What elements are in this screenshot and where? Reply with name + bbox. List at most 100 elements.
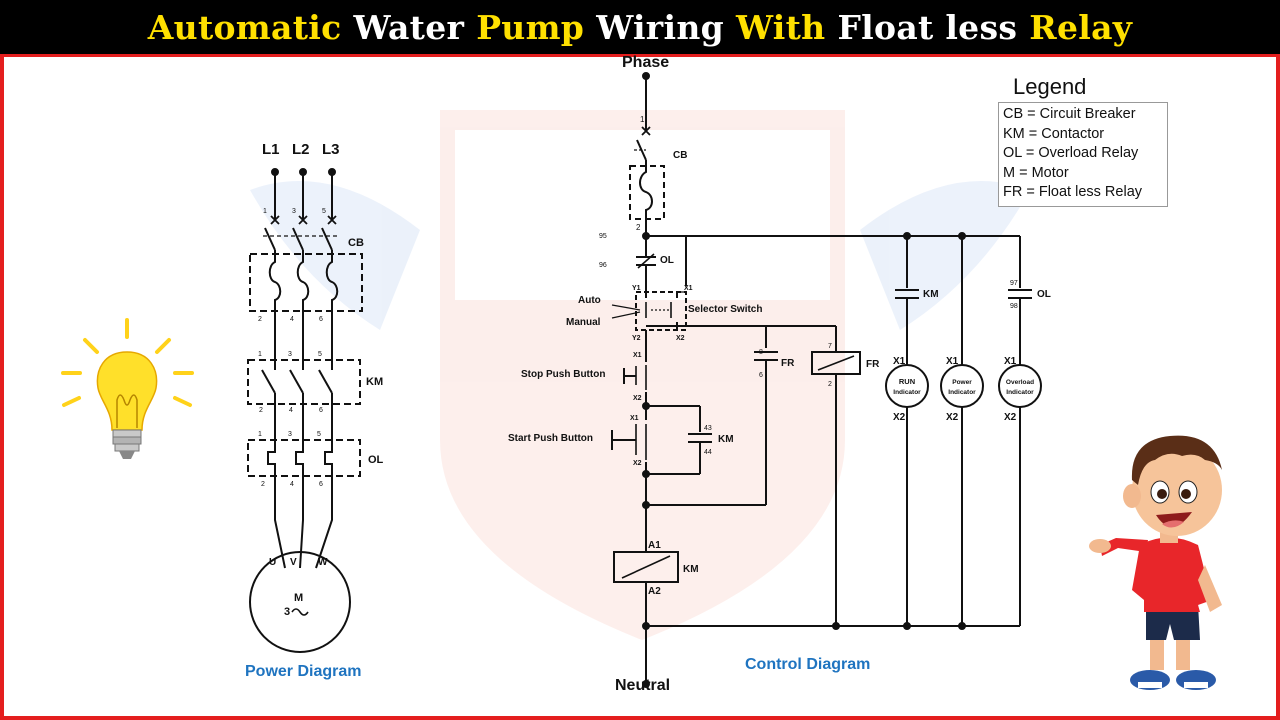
title-bar: Automatic Water Pump Wiring With Float l… — [0, 0, 1280, 57]
run-indicator: X1 RUN Indicator X2 — [893, 356, 921, 423]
power-diagram-labels: L1 L2 L3 1 3 5 CB 2 4 6 1 3 5 KM 2 4 6 1… — [258, 141, 384, 618]
svg-text:1: 1 — [640, 115, 645, 124]
svg-text:43: 43 — [704, 425, 712, 432]
ol-label: OL — [660, 255, 674, 266]
power-diagram-caption: Power Diagram — [245, 663, 362, 680]
svg-text:96: 96 — [599, 262, 607, 269]
control-diagram-caption: Control Diagram — [745, 656, 871, 673]
svg-text:4: 4 — [290, 481, 294, 488]
svg-text:Indicator: Indicator — [893, 389, 921, 396]
line-label: L1 — [262, 141, 280, 158]
cartoon-boy-illustration — [1089, 435, 1222, 690]
svg-text:1: 1 — [258, 431, 262, 438]
legend-box: CB = Circuit Breaker KM = Contactor OL =… — [998, 102, 1168, 207]
svg-text:6: 6 — [319, 316, 323, 323]
svg-text:95: 95 — [599, 233, 607, 240]
svg-text:3: 3 — [292, 208, 296, 215]
ol-contact-label: OL — [1037, 289, 1051, 300]
title-word: With — [736, 7, 826, 47]
svg-text:A1: A1 — [648, 540, 661, 551]
svg-text:V: V — [290, 557, 297, 568]
svg-text:1: 1 — [258, 351, 262, 358]
power-diagram — [247, 168, 363, 653]
svg-text:7: 7 — [828, 343, 832, 350]
legend-item: M = Motor — [1003, 164, 1069, 181]
overload-indicator: X1 Overload Indicator X2 — [1004, 356, 1034, 423]
selector-switch-label: Selector Switch — [688, 304, 762, 315]
svg-text:2: 2 — [828, 381, 832, 388]
legend-item: FR = Float less Relay — [1003, 184, 1143, 200]
svg-text:4: 4 — [289, 407, 293, 414]
km-aux-label: KM — [718, 434, 734, 445]
title-word: Relay — [1029, 7, 1133, 47]
supply-terminals — [271, 168, 336, 220]
km-coil-label: KM — [683, 564, 699, 575]
svg-text:W: W — [318, 557, 328, 568]
svg-text:8: 8 — [759, 349, 763, 356]
svg-text:Indicator: Indicator — [948, 389, 976, 396]
svg-text:3: 3 — [288, 431, 292, 438]
svg-text:5: 5 — [322, 208, 326, 215]
control-diagram-labels: 1 CB 2 95 96 OL Y1 X1 Y2 X2 Auto Manual … — [508, 115, 1051, 597]
svg-text:Power: Power — [952, 379, 972, 386]
svg-text:3: 3 — [288, 351, 292, 358]
watermark-logo — [250, 110, 1030, 640]
svg-text:X1: X1 — [684, 285, 693, 292]
svg-text:X2: X2 — [946, 412, 959, 423]
legend-item: KM = Contactor — [1003, 125, 1105, 142]
svg-text:5: 5 — [317, 431, 321, 438]
fr-coil-label: FR — [866, 359, 880, 370]
ol-label: OL — [368, 454, 384, 466]
svg-text:X2: X2 — [1004, 412, 1017, 423]
manual-label: Manual — [566, 317, 601, 328]
legend-item: CB = Circuit Breaker — [1003, 106, 1136, 122]
motor-label: M — [294, 592, 303, 604]
stop-push-button-label: Stop Push Button — [521, 369, 605, 380]
fr-contact-label: FR — [781, 358, 795, 369]
svg-text:Indicator: Indicator — [1006, 389, 1034, 396]
svg-text:1: 1 — [263, 208, 267, 215]
svg-text:6: 6 — [319, 407, 323, 414]
svg-text:X1: X1 — [633, 352, 642, 359]
svg-text:4: 4 — [290, 316, 294, 323]
svg-text:A2: A2 — [648, 586, 661, 597]
line-label: L3 — [322, 141, 340, 158]
control-diagram — [611, 72, 1042, 688]
legend-item: OL = Overload Relay — [1003, 145, 1139, 161]
auto-label: Auto — [578, 295, 601, 306]
cb-label: CB — [348, 237, 364, 249]
svg-text:X1: X1 — [946, 356, 959, 367]
title-word: Automatic — [147, 7, 342, 47]
svg-text:5: 5 — [318, 351, 322, 358]
svg-text:44: 44 — [704, 449, 712, 456]
svg-text:U: U — [269, 557, 276, 568]
legend-title: Legend — [1013, 74, 1087, 99]
svg-text:X1: X1 — [1004, 356, 1017, 367]
svg-text:2: 2 — [259, 407, 263, 414]
svg-text:X1: X1 — [893, 356, 906, 367]
svg-text:RUN: RUN — [899, 377, 915, 386]
svg-text:X2: X2 — [676, 335, 685, 342]
svg-text:Y2: Y2 — [632, 335, 641, 342]
svg-text:2: 2 — [636, 223, 641, 232]
svg-text:Y1: Y1 — [632, 285, 641, 292]
svg-text:X2: X2 — [633, 460, 642, 467]
svg-text:Overload: Overload — [1006, 379, 1034, 386]
svg-text:3: 3 — [284, 606, 290, 618]
power-indicator: X1 Power Indicator X2 — [946, 356, 976, 423]
km-label: KM — [366, 376, 383, 388]
km-contact-label: KM — [923, 289, 939, 300]
neutral-label: Neutral — [615, 677, 671, 694]
svg-text:2: 2 — [261, 481, 265, 488]
start-push-button-label: Start Push Button — [508, 433, 593, 444]
title-word: Float less — [837, 7, 1018, 47]
light-bulb-icon — [61, 318, 194, 459]
line-label: L2 — [292, 141, 310, 158]
svg-text:97: 97 — [1010, 280, 1018, 287]
phase-label: Phase — [622, 54, 670, 71]
svg-text:98: 98 — [1010, 303, 1018, 310]
title-word: Wiring — [596, 7, 724, 47]
svg-text:2: 2 — [258, 316, 262, 323]
title-word: Water — [353, 7, 465, 47]
